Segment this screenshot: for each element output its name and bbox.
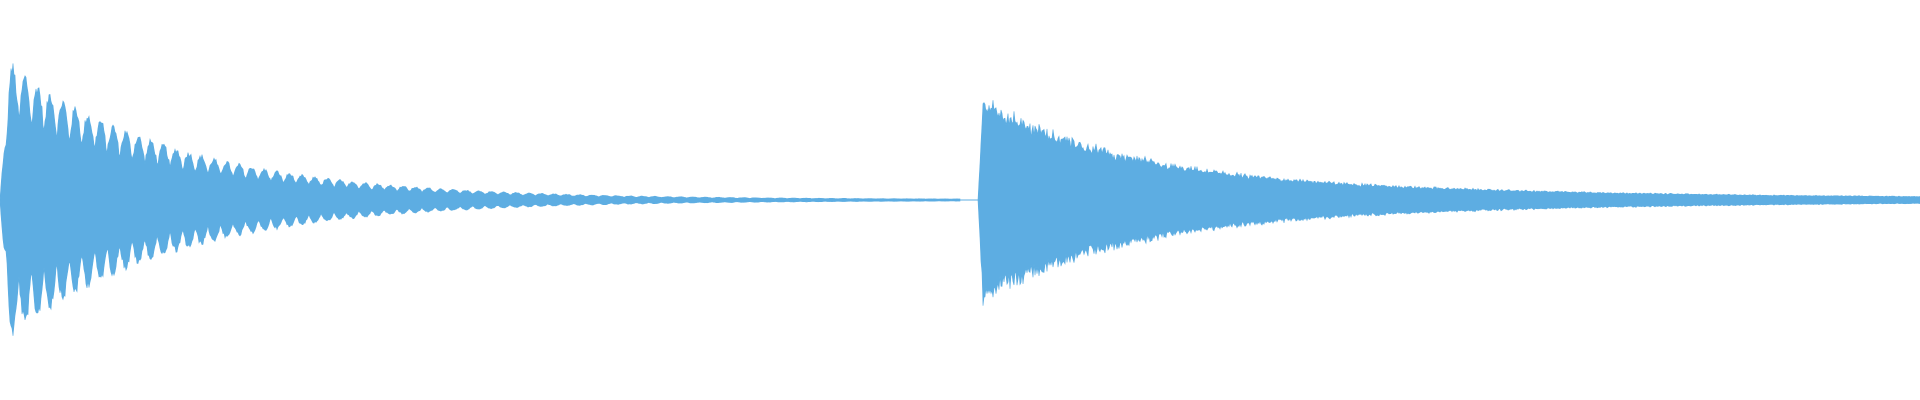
waveform-segment-noise-burst (977, 100, 1920, 306)
waveform-segment-tremolo-tone (0, 63, 961, 336)
